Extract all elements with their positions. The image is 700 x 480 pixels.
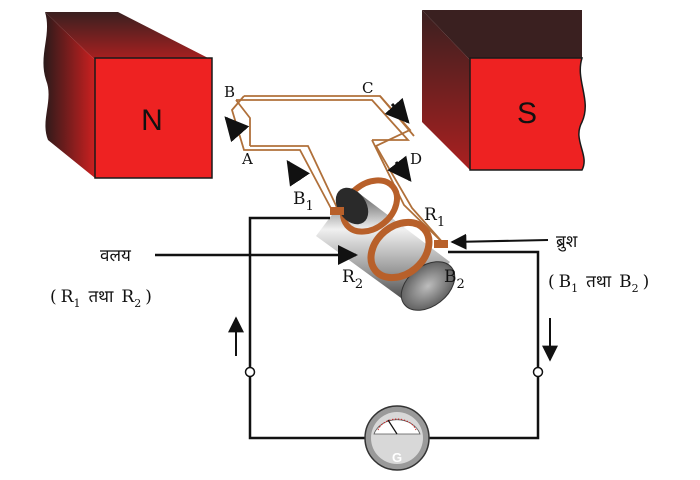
north-magnet: N xyxy=(43,12,213,179)
galvanometer: G xyxy=(364,405,430,471)
coil-inner-wire xyxy=(230,95,335,215)
arrow-d-to-r1 xyxy=(387,155,412,182)
north-magnet-top xyxy=(45,12,212,60)
south-magnet-side xyxy=(422,10,470,170)
slip-ring-assembly xyxy=(316,177,456,311)
coil-corner-b: B xyxy=(224,83,235,101)
circuit-current-arrows xyxy=(228,316,558,362)
coil-corner-c: C xyxy=(362,79,373,97)
galvanometer-scale xyxy=(373,419,421,435)
brush-b2 xyxy=(434,240,448,248)
north-magnet-face xyxy=(94,57,213,179)
coil-corner-a: A xyxy=(241,150,253,168)
slip-ring-r1 xyxy=(340,177,400,235)
south-magnet: S xyxy=(422,10,586,171)
wire-right-top xyxy=(448,250,540,368)
axle-back-end xyxy=(335,187,369,225)
brush-b2-label: B2 xyxy=(444,267,465,292)
brush-callout-label: ब्रुश xyxy=(556,232,578,252)
south-magnet-top xyxy=(422,10,582,60)
south-pole-label: S xyxy=(517,97,537,130)
north-magnet-side xyxy=(43,12,95,178)
rings-callout-label: वलय xyxy=(100,246,132,266)
wire-right-bottom xyxy=(428,376,540,440)
coil-current-arrows xyxy=(224,97,412,187)
coil-left-edge xyxy=(235,99,251,146)
ring-r2-label: R2 xyxy=(342,267,363,292)
arrow-a-to-b xyxy=(224,116,250,143)
brush-b1-label: B1 xyxy=(293,189,314,214)
external-circuit xyxy=(248,216,540,440)
arrow-b1-to-a xyxy=(286,160,310,187)
coil-top-wire xyxy=(244,95,415,137)
ring-r1-label: R1 xyxy=(424,205,445,230)
brush-b1 xyxy=(330,207,344,215)
brush-callout-arrow xyxy=(450,233,549,250)
south-magnet-face xyxy=(469,57,586,171)
north-pole-label: N xyxy=(141,104,163,137)
terminal-left xyxy=(244,366,256,378)
coil-lower-left xyxy=(250,145,341,215)
coil-corner-d: D xyxy=(410,150,422,168)
coil-outer-top xyxy=(236,99,411,141)
wire-left-bottom xyxy=(248,376,366,440)
galvanometer-label: G xyxy=(392,450,402,465)
wire-left-top xyxy=(248,216,330,368)
arrow-c-to-d xyxy=(384,97,410,124)
terminal-right xyxy=(532,366,544,378)
slip-ring-r2 xyxy=(367,218,433,282)
galvanometer-needle xyxy=(387,419,398,435)
